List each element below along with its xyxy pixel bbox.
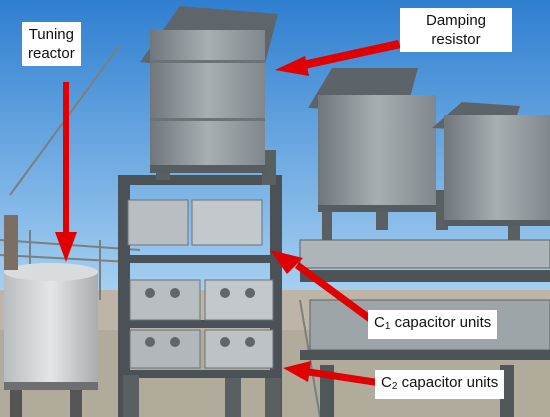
arrow-damping-resistor (275, 40, 401, 76)
label-c2-text: capacitor units (397, 374, 499, 391)
label-c1-text: capacitor units (390, 314, 492, 331)
damping-resistor-enclosure-3 (432, 102, 550, 226)
label-c1-prefix: C (374, 314, 385, 331)
label-damping-resistor-line2: resistor (431, 31, 481, 48)
label-c1-capacitor-units: C1 capacitor units (368, 310, 498, 339)
tuning-reactor-equipment (4, 215, 98, 417)
damping-resistor-enclosure-2 (308, 68, 436, 212)
arrow-tuning-reactor (55, 82, 77, 262)
label-c1-subscript: 1 (384, 321, 391, 332)
capacitor-units-c1 (127, 199, 274, 369)
label-c2-prefix: C (381, 374, 392, 391)
label-damping-resistor-line1: Damping (425, 12, 487, 29)
label-c2-subscript: 2 (391, 381, 398, 392)
label-c2-capacitor-units: C2 capacitor units (375, 370, 505, 399)
label-tuning-reactor-line2: reactor (28, 45, 75, 62)
damping-resistor-enclosure-main (140, 6, 278, 173)
label-tuning-reactor: Tuning reactor (22, 22, 81, 66)
arrow-c1-capacitor-units (270, 250, 375, 324)
label-tuning-reactor-line1: Tuning (28, 26, 74, 43)
arrow-c2-capacitor-units (283, 361, 378, 386)
label-damping-resistor: Damping resistor (400, 8, 512, 52)
